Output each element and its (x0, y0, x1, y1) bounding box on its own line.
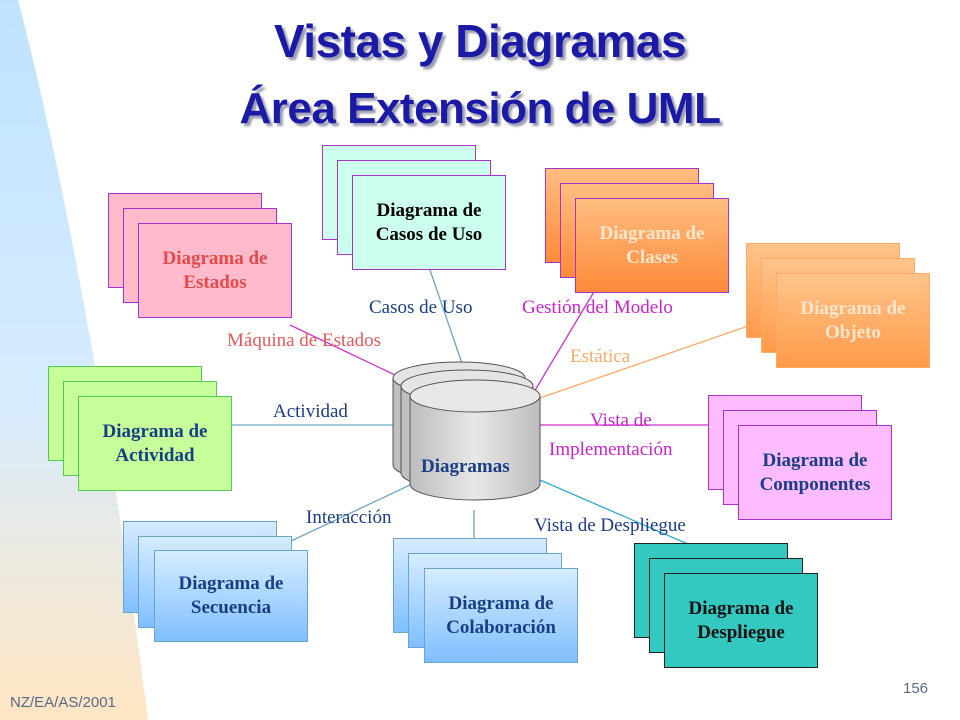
connector-interaccion (271, 484, 411, 551)
colaboracion-label-2: Colaboración (446, 616, 556, 638)
despliegue-label-1: Diagrama de (688, 597, 794, 619)
page-number: 156 (903, 680, 929, 697)
clases-label-2: Clases (626, 246, 678, 268)
view-casos-uso-label: Casos de Uso (369, 297, 473, 318)
connector-estatica (539, 315, 778, 399)
colaboracion-label-1: Diagrama de (448, 592, 554, 614)
background-swoosh (0, 0, 148, 720)
view-interaccion-label: Interacción (306, 507, 392, 528)
estados-label-2: Estados (183, 271, 247, 293)
footer-credit: NZ/EA/AS/2001 (10, 694, 116, 711)
view-maquina-estados-label: Máquina de Estados (227, 330, 382, 351)
casos-uso-label-1: Diagrama de (376, 199, 482, 221)
view-gestion-modelo-label: Gestión del Modelo (522, 297, 673, 318)
componentes-label-1: Diagrama de (762, 449, 868, 471)
slide-title: Vistas y Diagramas (273, 15, 687, 67)
casos-uso-label-2: Casos de Uso (375, 223, 483, 245)
componentes-label-2: Componentes (759, 473, 871, 495)
connector-despliegue (539, 479, 691, 546)
secuencia-label-1: Diagrama de (178, 573, 284, 594)
diagramas-hub-label: Diagramas (421, 456, 510, 477)
view-despliegue-label: Vista de Despliegue (534, 515, 686, 536)
actividad-label-2: Actividad (115, 444, 195, 466)
despliegue-label-2: Despliegue (697, 621, 785, 643)
slide-subtitle: Área Extensión de UML (239, 84, 721, 133)
secuencia-diagram[interactable]: Diagrama de Secuencia (154, 550, 308, 642)
objeto-label-1: Diagrama de (800, 297, 906, 319)
secuencia-label-2: Secuencia (190, 597, 272, 618)
view-estatica-label: Estática (570, 346, 631, 367)
actividad-label-1: Diagrama de (102, 420, 208, 442)
connector-casos-uso (429, 269, 468, 379)
estados-label-1: Diagrama de (162, 247, 268, 269)
diagramas-cylinder-front (409, 379, 541, 501)
connector-maquina-estados (289, 324, 396, 376)
view-actividad-label: Actividad (273, 401, 348, 422)
clases-label-1: Diagrama de (599, 222, 705, 244)
objeto-label-2: Objeto (825, 321, 881, 343)
view-implementacion-label-2: Implementación (549, 439, 673, 460)
view-implementacion-label-1: Vista de (590, 410, 652, 431)
